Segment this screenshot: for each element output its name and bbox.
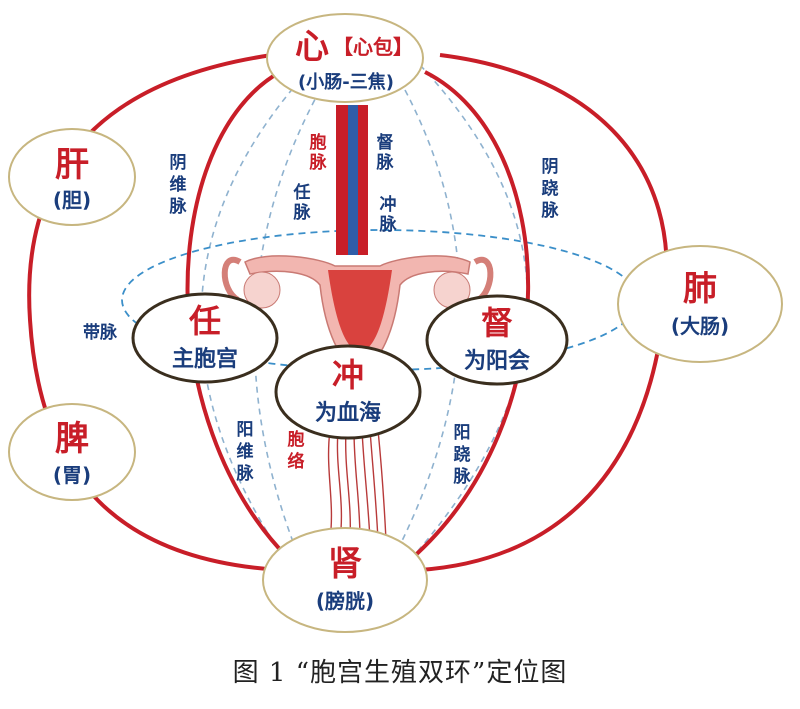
baoluo-char-1: 胞 bbox=[288, 429, 305, 450]
du-label: 督 bbox=[481, 304, 513, 342]
liver-label: 肝 bbox=[55, 145, 89, 185]
liver-pair: (胆) bbox=[53, 188, 91, 212]
dumai-char-1: 督 bbox=[377, 132, 394, 153]
dashed-meridian-right-outer bbox=[409, 64, 529, 561]
heart-tag: 【心包】 bbox=[333, 35, 413, 59]
yinqiao-char-2: 跷 bbox=[542, 178, 559, 199]
du-bubble bbox=[425, 294, 569, 386]
lung-label: 肺 bbox=[683, 269, 717, 309]
spleen-bubble bbox=[8, 403, 136, 501]
yangqiao-char-3: 脉 bbox=[453, 466, 472, 487]
lung-bubble bbox=[617, 245, 783, 363]
chongmai-char-1: 冲 bbox=[380, 194, 397, 215]
liver-bubble bbox=[8, 128, 136, 226]
heart-pair: (小肠-三焦) bbox=[298, 71, 394, 93]
ren-bubble bbox=[131, 292, 279, 384]
central-vessel-red bbox=[336, 105, 348, 255]
kidney-pair: (膀胱) bbox=[316, 589, 374, 613]
yinwei-char-1: 阴 bbox=[170, 153, 187, 173]
ren-role: 主胞宫 bbox=[172, 346, 238, 372]
kidney-label: 肾 bbox=[328, 544, 362, 584]
figure-caption: 图 1 “胞宫生殖双环”定位图 bbox=[232, 658, 568, 688]
chongmai-char-2: 脉 bbox=[379, 214, 398, 235]
yangwei-char-1: 阳 bbox=[237, 420, 254, 440]
ren-label: 任 bbox=[189, 302, 221, 340]
yinwei-char-2: 维 bbox=[170, 174, 187, 195]
meridian-inner-left bbox=[185, 70, 292, 562]
kidney-bubble bbox=[262, 527, 428, 633]
chong-label: 冲 bbox=[332, 356, 364, 394]
central-vessel-blue bbox=[348, 105, 358, 255]
spleen-label: 脾 bbox=[55, 419, 89, 459]
lung-pair: (大肠) bbox=[671, 314, 729, 338]
daimai-label: 带脉 bbox=[83, 322, 118, 343]
yinqiao-char-3: 脉 bbox=[541, 200, 560, 221]
baomai-char-1: 胞 bbox=[310, 132, 327, 153]
chong-bubble bbox=[274, 344, 422, 440]
heart-label: 心 bbox=[295, 27, 329, 67]
yinwei-char-3: 脉 bbox=[169, 196, 188, 217]
yangqiao-char-2: 跷 bbox=[454, 444, 471, 465]
yangwei-char-3: 脉 bbox=[236, 463, 255, 484]
dashed-meridian-left-inner bbox=[253, 89, 321, 561]
baoluo-char-2: 络 bbox=[288, 451, 305, 472]
meridian-outer-left bbox=[27, 53, 281, 572]
renmai-char-1: 任 bbox=[293, 182, 311, 203]
yinqiao-char-1: 阴 bbox=[542, 157, 559, 177]
du-role: 为阳会 bbox=[464, 348, 530, 374]
renmai-char-2: 脉 bbox=[293, 202, 312, 223]
chong-role: 为血海 bbox=[315, 400, 381, 426]
dumai-char-2: 脉 bbox=[376, 152, 395, 173]
baomai-char-2: 脉 bbox=[309, 152, 328, 173]
heart-bubble bbox=[266, 13, 424, 103]
yangwei-char-2: 维 bbox=[237, 441, 254, 462]
yangqiao-char-1: 阳 bbox=[454, 423, 471, 443]
meridian-inner-right bbox=[408, 70, 531, 562]
spleen-pair: (胃) bbox=[53, 463, 91, 487]
central-vessel-red-2 bbox=[358, 105, 368, 255]
